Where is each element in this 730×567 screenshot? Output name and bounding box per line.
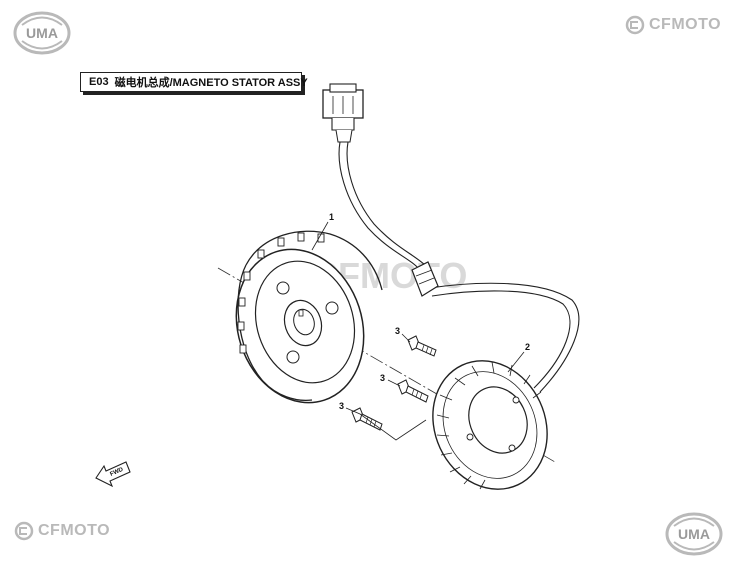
- callout-flywheel: 1: [329, 212, 334, 222]
- bolt-upper: [407, 335, 437, 357]
- cfmoto-logo-text-bottom: CFMOTO: [38, 522, 111, 539]
- uma-logo-bottom: UMA: [664, 511, 724, 557]
- wire-connector: [322, 83, 364, 143]
- uma-logo-top: UMA: [12, 10, 72, 56]
- flywheel-rotor: [235, 230, 383, 404]
- stator-coil: [432, 360, 548, 490]
- uma-logo-text-bottom: UMA: [678, 526, 710, 542]
- cfmoto-mark-icon: [14, 521, 34, 541]
- uma-logo-text: UMA: [26, 25, 58, 41]
- uma-logo-icon: UMA: [13, 11, 71, 55]
- cfmoto-logo-text: CFMOTO: [649, 16, 722, 33]
- callout-bolt-3: 3: [339, 401, 344, 411]
- wire-grommet: [411, 261, 439, 297]
- wire-harness: [338, 141, 580, 393]
- fwd-label: FWD: [109, 467, 125, 478]
- cfmoto-logo-top: CFMOTO: [625, 15, 721, 35]
- callout-bolt-2: 3: [380, 373, 385, 383]
- uma-logo-icon: UMA: [665, 512, 723, 556]
- cfmoto-mark-icon: [625, 15, 645, 35]
- bolt-middle: [397, 379, 429, 403]
- cfmoto-logo-bottom: CFMOTO: [14, 521, 110, 541]
- diagram-code: E03: [89, 76, 109, 88]
- fwd-arrow-icon: FWD: [95, 461, 131, 488]
- diagram-title: 磁电机总成/MAGNETO STATOR ASSY: [114, 77, 308, 89]
- leader-lines: [311, 221, 525, 441]
- callout-stator: 2: [525, 342, 530, 352]
- callout-bolt-1: 3: [395, 326, 400, 336]
- center-axis-line: [217, 267, 556, 463]
- title-box: E03 磁电机总成/MAGNETO STATOR ASSY: [80, 72, 308, 92]
